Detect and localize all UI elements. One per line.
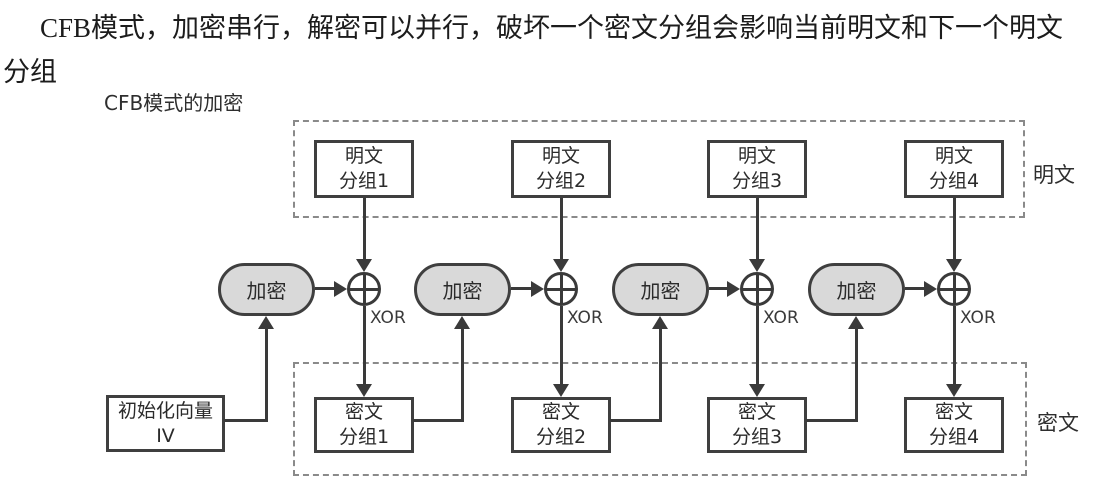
connector-ciphertext3-to-encrypt4	[855, 329, 858, 422]
xor-label-4: XOR	[960, 308, 996, 328]
xor-label-1: XOR	[370, 308, 406, 328]
block-label: 明文	[737, 145, 776, 167]
block-label: 分组2	[535, 170, 587, 192]
plaintext-block-2: 明文 分组2	[511, 140, 611, 198]
encrypt-label: 加密	[246, 279, 287, 303]
block-label: 密文	[541, 401, 580, 423]
arrow-encrypt2-to-xor	[511, 287, 531, 290]
plaintext-block-4: 明文 分组4	[904, 140, 1004, 198]
block-label: 明文	[541, 145, 580, 167]
arrowhead-up-icon	[652, 316, 668, 329]
ciphertext-block-3: 密文 分组3	[707, 397, 807, 453]
iv-block: 初始化向量 IV	[106, 395, 225, 452]
ciphertext-block-1: 密文 分组1	[314, 397, 414, 453]
arrowhead-down-icon	[356, 259, 372, 272]
arrow-encrypt1-to-xor	[315, 287, 334, 290]
block-label: 分组3	[731, 426, 783, 448]
xor-icon	[937, 272, 971, 306]
block-label: 分组1	[338, 426, 390, 448]
block-label: 分组4	[928, 170, 980, 192]
arrowhead-right-icon	[334, 281, 347, 297]
arrow-plaintext1-to-xor	[363, 198, 366, 259]
arrowhead-up-icon	[848, 316, 864, 329]
connector-ciphertext2-to-encrypt3	[659, 329, 662, 422]
block-label: 初始化向量	[117, 399, 213, 422]
block-label: 明文	[934, 145, 973, 167]
encrypt-oval-3: 加密	[612, 263, 709, 316]
ciphertext-side-label: 密文	[1037, 411, 1079, 435]
arrow-xor-to-ciphertext3	[756, 306, 759, 384]
arrow-xor-to-ciphertext4	[953, 306, 956, 384]
arrowhead-down-icon	[356, 384, 372, 397]
arrow-xor-to-ciphertext1	[363, 306, 366, 384]
plaintext-block-3: 明文 分组3	[707, 140, 807, 198]
arrow-plaintext3-to-xor	[756, 198, 759, 259]
block-label: 密文	[344, 401, 383, 423]
encrypt-oval-1: 加密	[218, 263, 315, 316]
ciphertext-block-2: 密文 分组2	[511, 397, 611, 453]
plaintext-block-1: 明文 分组1	[314, 140, 414, 198]
arrowhead-down-icon	[749, 384, 765, 397]
paragraph-line-1: CFB模式，加密串行，解密可以并行，破坏一个密文分组会影响当前明文和下一个明文	[40, 13, 1064, 43]
block-label: 明文	[344, 145, 383, 167]
connector-iv-to-encrypt1	[224, 419, 268, 422]
arrow-encrypt4-to-xor	[905, 287, 924, 290]
plaintext-group-box	[293, 120, 1025, 218]
arrowhead-down-icon	[553, 259, 569, 272]
block-label: 分组2	[535, 426, 587, 448]
block-label: 分组1	[338, 170, 390, 192]
arrowhead-up-icon	[454, 316, 470, 329]
paragraph-line-2: 分组	[3, 57, 57, 87]
block-label: IV	[156, 424, 175, 447]
arrow-encrypt3-to-xor	[709, 287, 727, 290]
arrowhead-down-icon	[553, 384, 569, 397]
arrowhead-right-icon	[924, 281, 937, 297]
block-label: 分组3	[731, 170, 783, 192]
encrypt-label: 加密	[442, 279, 483, 303]
arrowhead-down-icon	[946, 259, 962, 272]
xor-label-3: XOR	[763, 308, 799, 328]
arrow-plaintext4-to-xor	[953, 198, 956, 259]
diagram-title: CFB模式的加密	[104, 91, 244, 115]
encrypt-label: 加密	[640, 279, 681, 303]
encrypt-oval-2: 加密	[414, 263, 511, 316]
connector-ciphertext1-to-encrypt2	[413, 419, 464, 422]
block-label: 密文	[737, 401, 776, 423]
xor-label-2: XOR	[567, 308, 603, 328]
arrowhead-right-icon	[531, 281, 544, 297]
xor-icon	[544, 272, 578, 306]
plaintext-side-label: 明文	[1033, 163, 1075, 187]
connector-ciphertext1-to-encrypt2	[461, 329, 464, 422]
ciphertext-block-4: 密文 分组4	[904, 397, 1004, 453]
connector-ciphertext3-to-encrypt4	[806, 419, 858, 422]
encrypt-label: 加密	[836, 279, 877, 303]
arrowhead-right-icon	[727, 281, 740, 297]
block-label: 密文	[934, 401, 973, 423]
encrypt-oval-4: 加密	[808, 263, 905, 316]
arrow-xor-to-ciphertext2	[560, 306, 563, 384]
arrowhead-up-icon	[258, 316, 274, 329]
arrowhead-down-icon	[946, 384, 962, 397]
arrow-plaintext2-to-xor	[560, 198, 563, 259]
connector-iv-to-encrypt1	[265, 329, 268, 422]
connector-ciphertext2-to-encrypt3	[610, 419, 662, 422]
xor-icon	[347, 272, 381, 306]
block-label: 分组4	[928, 426, 980, 448]
arrowhead-down-icon	[749, 259, 765, 272]
xor-icon	[740, 272, 774, 306]
